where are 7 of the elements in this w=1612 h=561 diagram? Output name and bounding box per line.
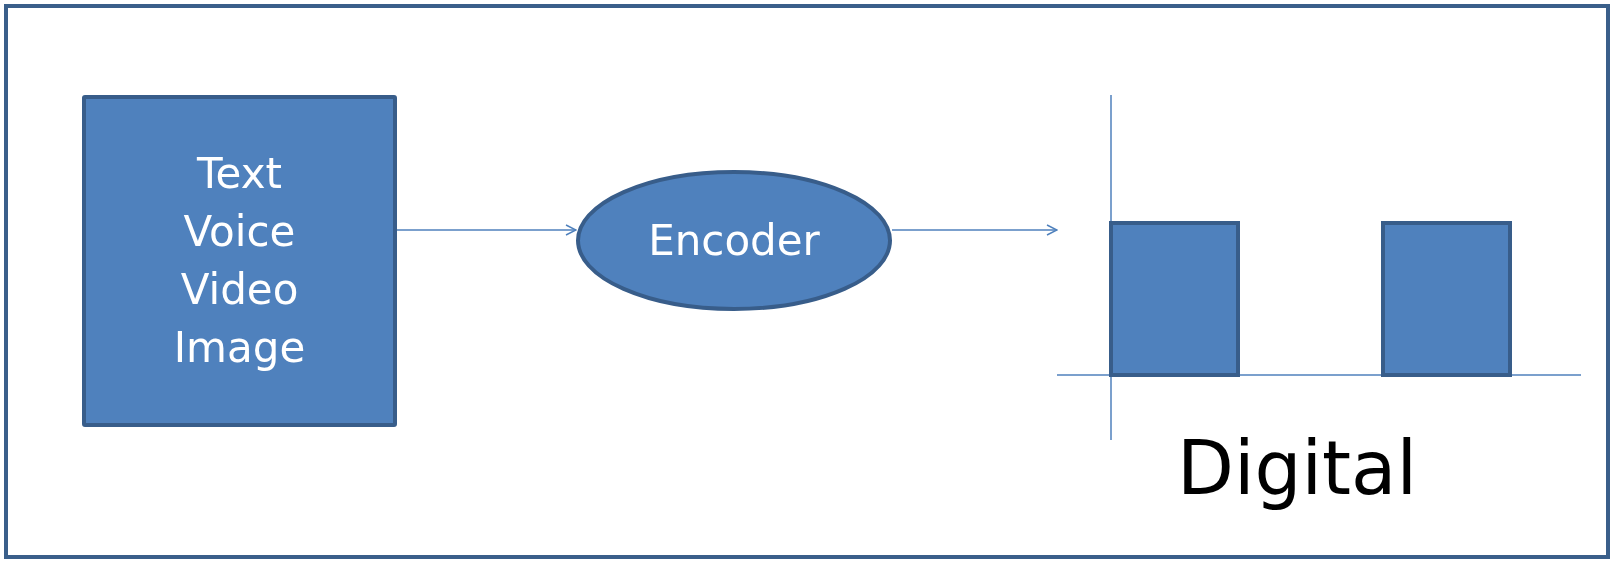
process-box: [82, 95, 397, 427]
arrow: [891, 224, 1058, 236]
arrow: [396, 224, 577, 236]
signal-caption: Digital: [1177, 425, 1417, 511]
process-ellipse: [576, 170, 892, 311]
encoder-label: Encoder: [647, 214, 821, 267]
media-types-text: Text Voice Video Image: [172, 148, 307, 374]
